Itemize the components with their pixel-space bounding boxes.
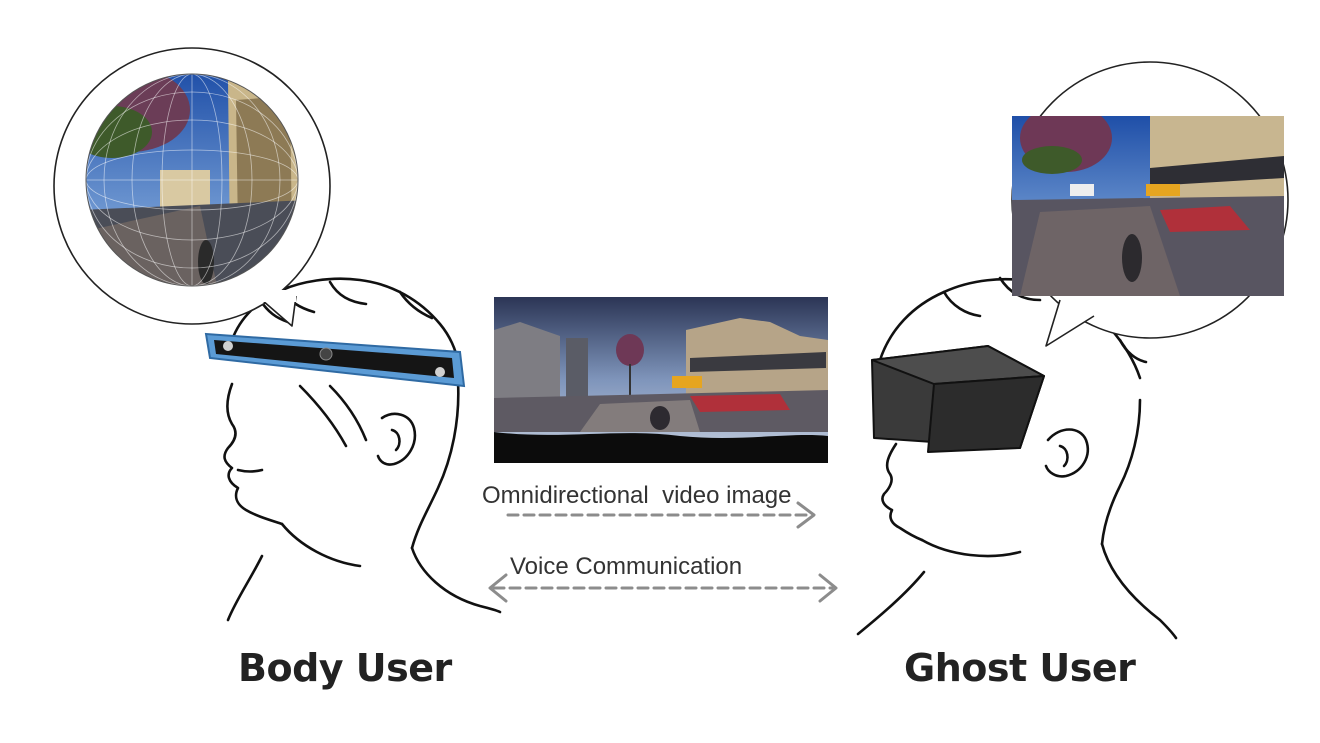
- voice-flow-arrow: [488, 573, 838, 603]
- ghost-user-view-bubble: [1011, 61, 1289, 347]
- body-user-figure: [223, 277, 502, 622]
- body-user-view-bubble: [53, 47, 331, 327]
- voice-flow-label: Voice Communication: [510, 553, 743, 580]
- omnidirectional-panorama: [494, 297, 828, 463]
- video-flow-arrow: [506, 501, 816, 529]
- video-flow-label: Omnidirectional video image: [482, 482, 792, 509]
- vr-headset: [871, 345, 1045, 453]
- body-user-label: Body User: [238, 646, 452, 690]
- headband-camera: [204, 332, 466, 388]
- ghost-user-label: Ghost User: [904, 646, 1136, 690]
